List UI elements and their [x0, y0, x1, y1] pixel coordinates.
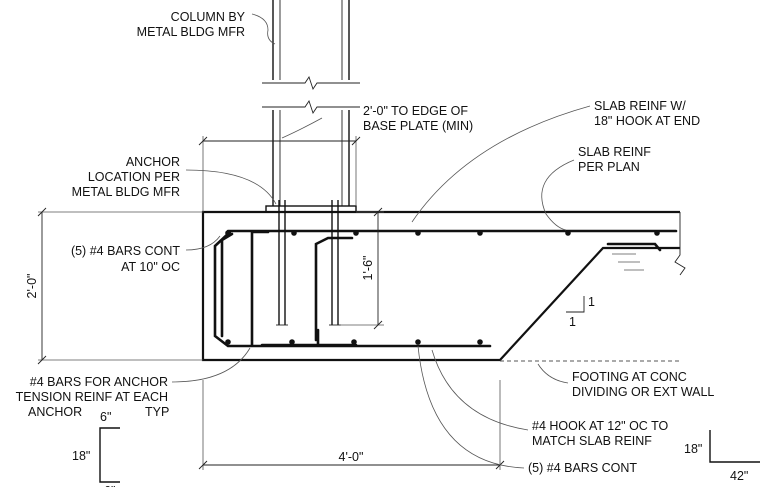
- anchor-bolts: [276, 200, 341, 326]
- dimension-base-plate-edge: [198, 136, 361, 212]
- callout-labels: COLUMN BY METAL BLDG MFR 2'-0" TO EDGE O…: [16, 10, 715, 475]
- rebar-dots: [225, 230, 660, 345]
- slope-symbol: 1 1: [566, 295, 595, 329]
- footing-label-line2: DIVIDING OR EXT WALL: [572, 385, 714, 399]
- base-plate-label-line2: BASE PLATE (MIN): [363, 119, 473, 133]
- width-dimension-text: 4'-0": [339, 450, 364, 464]
- anchor-tension-label-line1: #4 BARS FOR ANCHOR: [30, 375, 168, 389]
- hook-label-line2: MATCH SLAB REINF: [532, 434, 652, 448]
- slab-hook-sketch: 18" 42": [684, 430, 760, 483]
- slab-plan-label-line1: SLAB REINF: [578, 145, 651, 159]
- reinforcement: [213, 229, 678, 348]
- depth-dimension-text: 2'-0": [25, 274, 39, 299]
- slab-hook-label-line1: SLAB REINF W/: [594, 99, 686, 113]
- anchor-embed-dimension-text: 1'-6": [361, 256, 375, 281]
- steel-column: [262, 0, 360, 213]
- anchor-label-line1: ANCHOR: [126, 155, 180, 169]
- hook-tail-text: 6": [104, 484, 115, 487]
- slab-hook-length-text: 42": [730, 469, 748, 483]
- anchor-tension-label-typ: TYP: [145, 405, 169, 419]
- hook-height-text: 18": [72, 449, 90, 463]
- anchor-label-line3: METAL BLDG MFR: [72, 185, 180, 199]
- column-label-line2: METAL BLDG MFR: [137, 25, 245, 39]
- hook-label-line1: #4 HOOK AT 12" OC TO: [532, 419, 668, 433]
- hook-leg-text: 6": [100, 410, 111, 424]
- footing-label-line1: FOOTING AT CONC: [572, 370, 687, 384]
- top-bars-label-line2: AT 10" OC: [121, 260, 180, 274]
- slab-hook-height-text: 18": [684, 442, 702, 456]
- slope-run-text: 1: [569, 315, 576, 329]
- anchor-tension-label-line2: TENSION REINF AT EACH: [16, 390, 168, 404]
- concrete-footing-slab: [201, 210, 686, 362]
- dimension-anchor-embed: 1'-6": [340, 207, 384, 330]
- anchor-tension-label-line3: ANCHOR: [28, 405, 82, 419]
- dimension-width: 4'-0": [198, 380, 505, 470]
- slab-hook-label-line2: 18" HOOK AT END: [594, 114, 700, 128]
- bottom-bars-label: (5) #4 BARS CONT: [528, 461, 637, 475]
- hook-bar-sketch: 6" 18" 6": [72, 410, 120, 487]
- column-label-line1: COLUMN BY: [171, 10, 246, 24]
- anchor-label-line2: LOCATION PER: [88, 170, 180, 184]
- slope-rise-text: 1: [588, 295, 595, 309]
- slab-plan-label-line2: PER PLAN: [578, 160, 640, 174]
- dimension-depth: 2'-0": [25, 207, 203, 365]
- top-bars-label-line1: (5) #4 BARS CONT: [71, 244, 180, 258]
- base-plate-label-line1: 2'-0" TO EDGE OF: [363, 104, 468, 118]
- leader-lines: [171, 13, 591, 469]
